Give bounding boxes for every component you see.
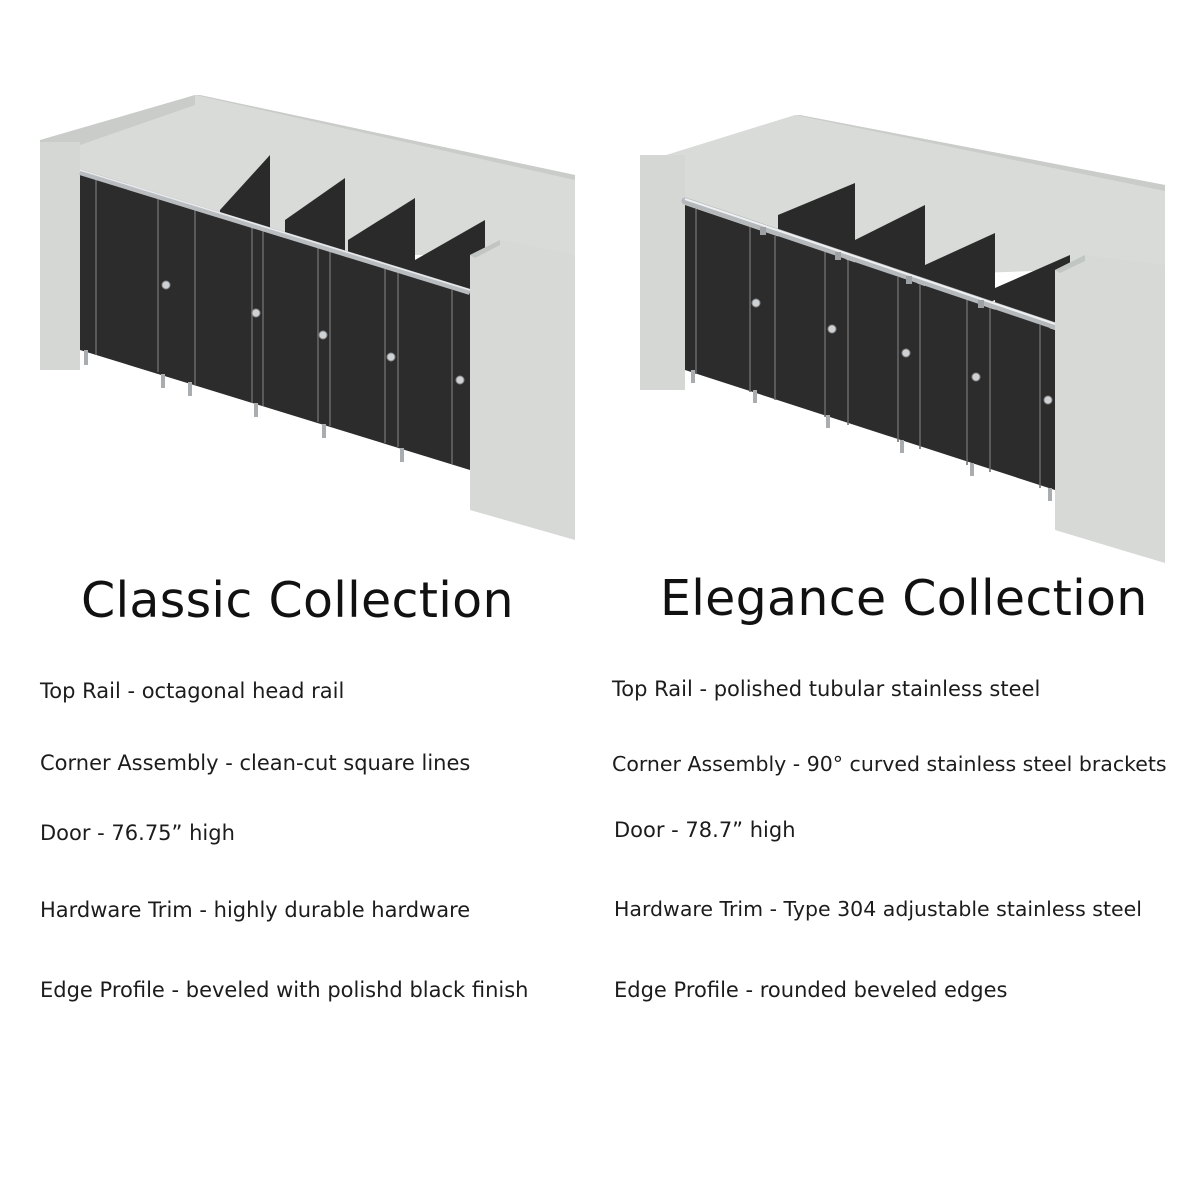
classic-spec-top-rail: Top Rail - octagonal head rail bbox=[40, 679, 345, 703]
elegance-spec-top-rail: Top Rail - polished tubular stainless st… bbox=[612, 677, 1041, 701]
elegance-partition-illustration bbox=[640, 115, 1165, 563]
elegance-spec-edge-profile: Edge Profile - rounded beveled edges bbox=[614, 978, 1008, 1002]
classic-partition-illustration bbox=[40, 95, 575, 540]
top-rail bbox=[681, 197, 1059, 330]
classic-spec-hardware-trim: Hardware Trim - highly durable hardware bbox=[40, 898, 471, 922]
elegance-spec-door: Door - 78.7” high bbox=[614, 818, 796, 842]
classic-spec-edge-profile: Edge Profile - beveled with polishd blac… bbox=[40, 978, 529, 1002]
left-wall bbox=[640, 155, 685, 390]
classic-spec-corner-assembly: Corner Assembly - clean-cut square lines bbox=[40, 751, 471, 775]
right-wall bbox=[1055, 255, 1165, 563]
right-wall bbox=[470, 240, 575, 540]
classic-collection-title: Classic Collection bbox=[81, 572, 514, 629]
elegance-collection-title: Elegance Collection bbox=[660, 570, 1148, 627]
front-panels bbox=[80, 175, 470, 470]
elegance-spec-corner-assembly: Corner Assembly - 90° curved stainless s… bbox=[612, 752, 1167, 776]
top-rail bbox=[79, 169, 471, 295]
classic-spec-door: Door - 76.75” high bbox=[40, 821, 235, 845]
front-panels bbox=[685, 205, 1055, 490]
elegance-spec-hardware-trim: Hardware Trim - Type 304 adjustable stai… bbox=[614, 897, 1142, 921]
